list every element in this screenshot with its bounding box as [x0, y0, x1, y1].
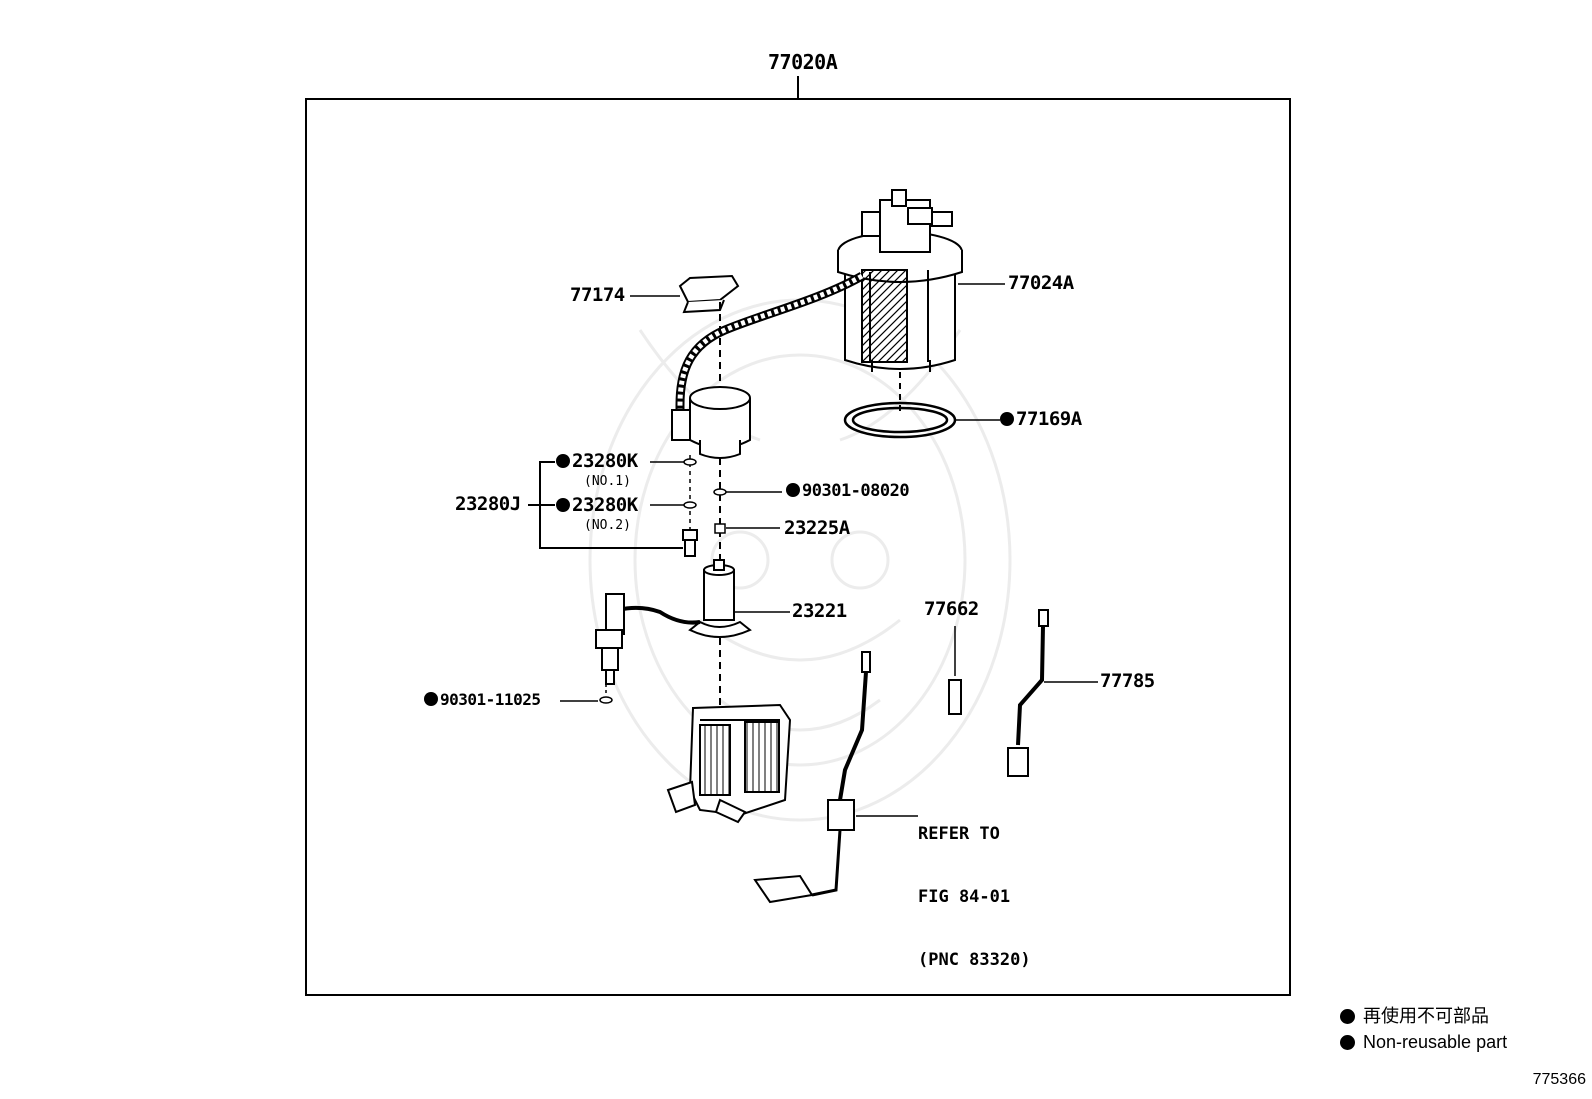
non-reusable-dot-icon — [556, 498, 570, 512]
watermark-emblem — [588, 298, 1012, 822]
o-ring-90301-08020 — [713, 488, 727, 496]
part-label-77785: 77785 — [1100, 670, 1155, 692]
spacer-23225A — [714, 523, 726, 534]
part-label-23221: 23221 — [792, 600, 847, 622]
retainer-clip-part — [678, 274, 740, 314]
part-label-77169A: 77169A — [1000, 410, 1082, 429]
non-reusable-dot-icon — [1340, 1009, 1355, 1024]
connector-part — [595, 593, 625, 685]
reference-line-3: (PNC 83320) — [918, 950, 1031, 970]
part-label-90301-11025: 90301-11025 — [424, 692, 541, 708]
assembly-boundary-box — [305, 98, 1291, 996]
pin-77662-part — [948, 679, 962, 715]
part-label-23280J: 23280J — [455, 493, 521, 515]
pump-wire-harness — [617, 605, 701, 625]
legend-jp: 再使用不可部品 — [1340, 1007, 1489, 1025]
o-ring-23280K-no1 — [683, 458, 697, 466]
legend-en: Non-reusable part — [1340, 1033, 1507, 1051]
pressure-regulator-part — [682, 529, 698, 557]
reference-line-1: REFER TO — [918, 824, 1000, 844]
non-reusable-dot-icon — [1340, 1035, 1355, 1050]
non-reusable-dot-icon — [556, 454, 570, 468]
o-ring-23280K-no2 — [683, 501, 697, 509]
o-ring-90301-11025 — [599, 696, 613, 704]
fuel-sender-gauge-part — [753, 651, 871, 904]
part-label-23225A: 23225A — [784, 517, 850, 539]
non-reusable-dot-icon — [1000, 412, 1014, 426]
bracket-23280J — [528, 461, 683, 549]
non-reusable-dot-icon — [786, 483, 800, 497]
fuel-filter-part — [671, 386, 751, 459]
reference-line-2: FIG 84-01 — [918, 887, 1011, 907]
assembly-label: 77020A — [768, 50, 838, 74]
reference-note: REFER TO FIG 84-01 (PNC 83320) — [918, 782, 1031, 992]
part-label-90301-08020: 90301-08020 — [786, 483, 910, 500]
part-label-23280K-no1: 23280K — [556, 452, 638, 471]
fuel-pump-motor-part — [688, 559, 752, 638]
part-label-77174: 77174 — [570, 284, 625, 306]
non-reusable-dot-icon — [424, 692, 438, 706]
part-note-no1: (NO.1) — [584, 474, 631, 489]
sub-tank-bracket-part — [666, 703, 792, 824]
part-label-77662: 77662 — [924, 598, 979, 620]
figure-code: 775366 — [1532, 1071, 1586, 1088]
wire-lead-77785-part — [1007, 609, 1049, 777]
part-note-no2: (NO.2) — [584, 518, 631, 533]
part-label-77024A: 77024A — [1008, 272, 1074, 294]
part-label-23280K-no2: 23280K — [556, 496, 638, 515]
fuel-pump-canister-part — [837, 189, 963, 372]
